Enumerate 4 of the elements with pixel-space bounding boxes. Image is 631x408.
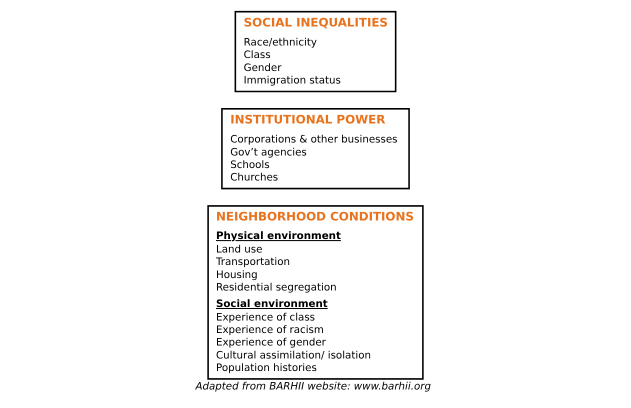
node-box: SOCIAL INEQUALITIES Race/ethnicity Class Gender Immigration status — [234, 10, 396, 92]
caption: Adapted from BARHII website: www.barhii.org — [195, 380, 432, 392]
node-box: NEIGHBORHOOD CONDITIONS Physical environment Land use Transportation Housing Residential segregation Social environment Experience of class Experience of racism Experience of gender Cultural assimilation/ isolation Population histories — [207, 205, 424, 380]
node-box: INSTITUTIONAL POWER Corporations & other businesses Gov’t agencies Schools Churches — [221, 108, 410, 190]
